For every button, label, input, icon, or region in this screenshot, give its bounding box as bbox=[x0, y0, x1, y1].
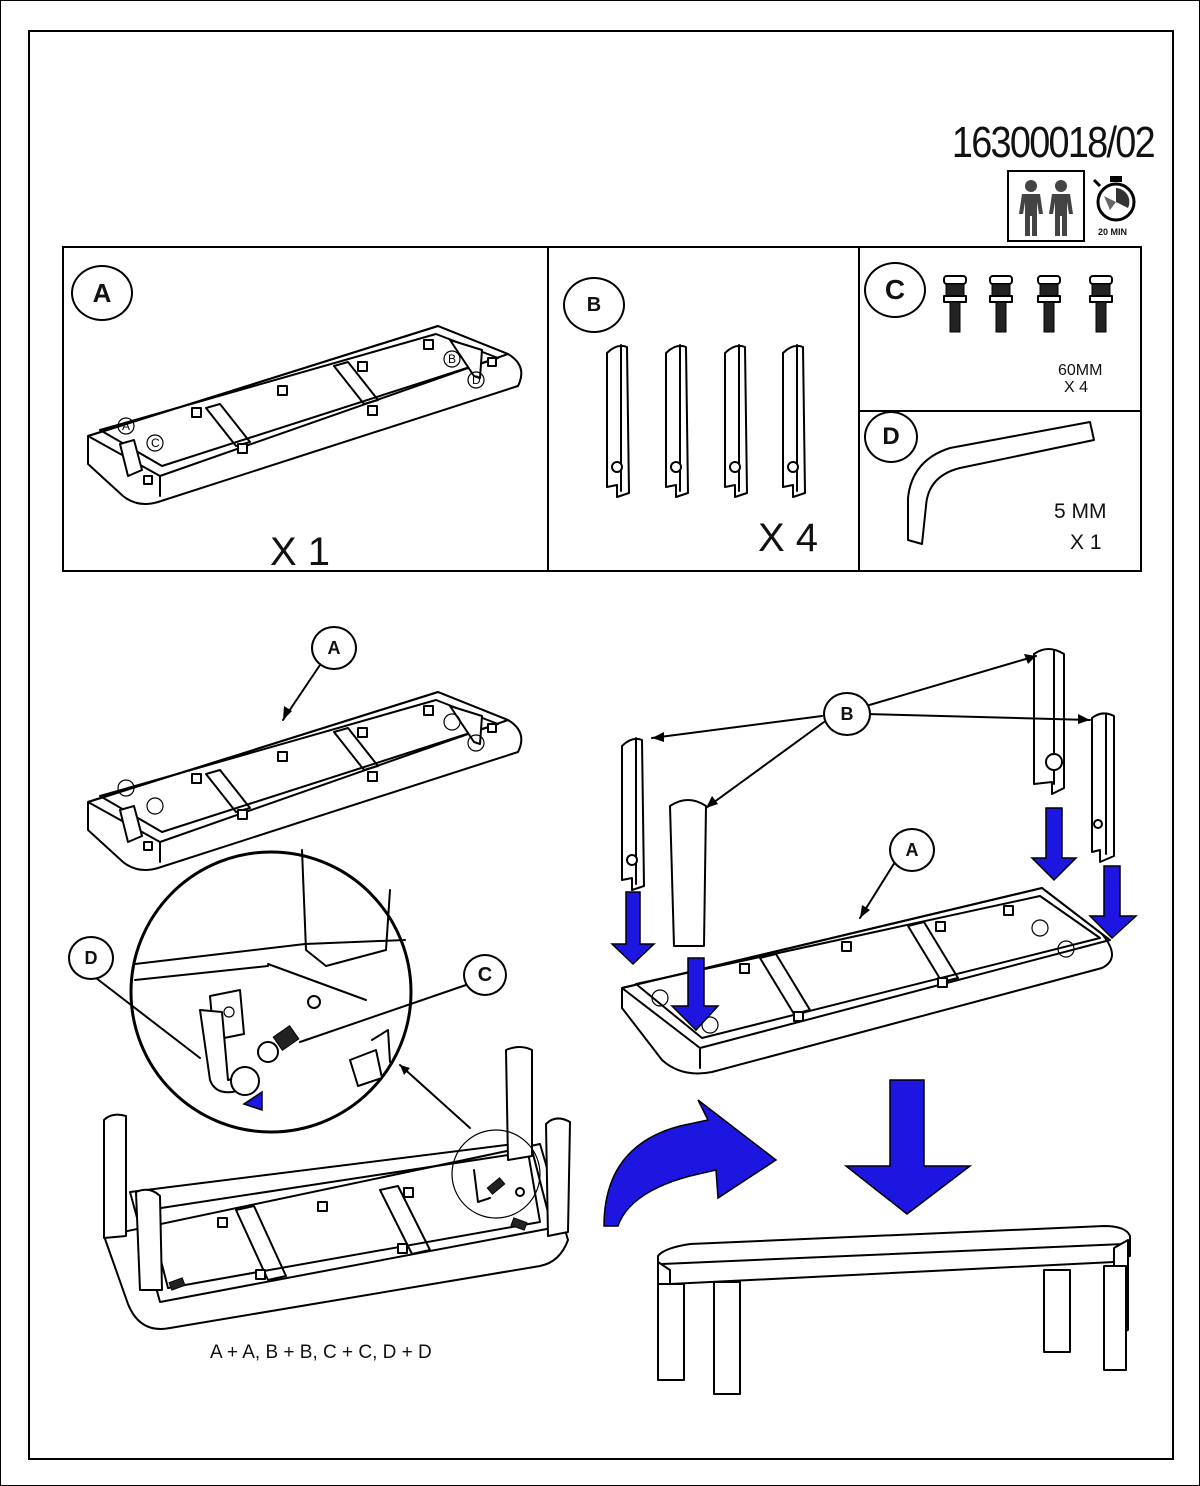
part-d-quantity: X 1 bbox=[1070, 531, 1102, 554]
arrow-down-icon bbox=[1088, 865, 1138, 940]
part-a-marker: A bbox=[71, 265, 133, 321]
step2-part-a-marker: A bbox=[889, 828, 935, 872]
part-c-quantity: X 4 bbox=[1064, 379, 1089, 396]
step2-frame bbox=[621, 887, 1113, 1075]
frame-marker-c: C bbox=[151, 436, 160, 450]
arrow-down-icon bbox=[610, 891, 656, 966]
parts-table bbox=[62, 246, 1142, 572]
part-b-leg bbox=[724, 344, 748, 498]
two-persons-icon bbox=[1007, 170, 1085, 242]
part-d-allen-key bbox=[907, 421, 1095, 545]
table-divider bbox=[858, 410, 1140, 412]
part-d-marker: D bbox=[864, 411, 918, 463]
part-c-size: 60MM bbox=[1058, 362, 1103, 379]
part-a-quantity: X 1 bbox=[270, 530, 331, 574]
part-c-bolts bbox=[943, 275, 1113, 333]
part-b-marker: B bbox=[563, 277, 625, 333]
table-divider bbox=[547, 248, 549, 570]
step1-part-d-marker: D bbox=[68, 936, 114, 980]
frame-marker-a: A bbox=[122, 419, 130, 433]
step2-leg-a bbox=[621, 737, 645, 891]
table-divider bbox=[858, 248, 860, 570]
assembly-time-label: 20 MIN bbox=[1098, 227, 1128, 237]
step2-part-b-marker: B bbox=[823, 692, 871, 736]
frame-marker-b: B bbox=[448, 352, 456, 366]
step2-leg-b bbox=[1033, 648, 1065, 795]
part-b-leg bbox=[665, 344, 689, 498]
detail-magnifier bbox=[129, 850, 413, 1134]
arrow-down-icon bbox=[670, 957, 720, 1032]
part-b-leg bbox=[782, 344, 806, 498]
rotate-arrow-icon bbox=[603, 1099, 778, 1227]
part-b-leg bbox=[606, 344, 630, 498]
content-border bbox=[28, 30, 1174, 1460]
step1-assembled-frame bbox=[103, 1046, 571, 1330]
document-code: 16300018/02 bbox=[951, 118, 1156, 167]
part-d-size: 5 MM bbox=[1054, 500, 1107, 523]
part-b-quantity: X 4 bbox=[758, 516, 819, 560]
step1-part-a-marker: A bbox=[311, 626, 357, 670]
arrow-down-large-icon bbox=[843, 1079, 973, 1215]
step1-part-c-marker: C bbox=[463, 954, 507, 996]
step1-caption: A + A, B + B, C + C, D + D bbox=[210, 1342, 432, 1363]
frame-marker-d: D bbox=[472, 373, 481, 387]
part-c-marker: C bbox=[864, 262, 926, 318]
step2-leg-c bbox=[669, 799, 707, 947]
step1-frame bbox=[87, 691, 523, 871]
step2-leg-d bbox=[1091, 712, 1115, 863]
arrow-down-icon bbox=[1030, 807, 1078, 882]
finished-bench bbox=[657, 1225, 1131, 1395]
